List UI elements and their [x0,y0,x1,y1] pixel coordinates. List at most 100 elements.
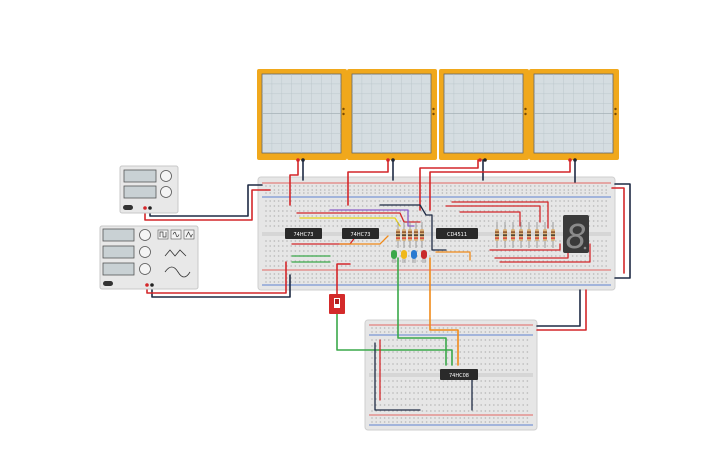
logic-wire-green[interactable] [397,257,447,366]
chip-u3-body[interactable] [436,228,478,239]
scope-2[interactable] [347,69,437,162]
breadboard-hole [509,398,512,400]
scope-1[interactable] [257,69,347,162]
second-board-ground-wire[interactable] [536,289,581,327]
chip-u2-body[interactable] [342,228,379,239]
jumper-red-9[interactable] [499,243,591,263]
breadboard-hole [563,200,565,202]
dc-power-supply[interactable] [119,165,179,214]
chip-u3[interactable]: CD4511 [436,228,478,239]
scope-4-probe-wire[interactable] [429,159,571,211]
fg-positive-terminal[interactable] [145,283,149,287]
psu-negative-terminal[interactable] [148,206,152,210]
scope-3-probe-terminal[interactable] [478,158,482,162]
breadboard-hole [496,250,498,252]
breadboard-hole [421,417,424,419]
scope-3-probe-wire[interactable] [419,159,479,211]
breadboard-hole [455,386,457,388]
breadboard-hole [429,245,431,247]
led[interactable] [391,250,397,259]
breadboard-hole [454,225,456,227]
fg-ground-wire[interactable] [151,274,291,298]
breadboard-hole [518,331,520,333]
psu-current-knob[interactable] [160,186,172,198]
power-positive-wire[interactable] [144,189,271,221]
breadboard-hole [328,277,330,279]
scope-3[interactable] [439,69,529,162]
scope-4[interactable] [529,69,619,162]
breadboard-hole [517,220,519,222]
breadboard-hole [592,192,595,194]
chip-u1-body[interactable] [285,228,322,239]
breadboard-hole [446,386,449,388]
rail-tie-black[interactable] [614,183,631,279]
breadboard-hole [450,215,452,217]
logic-wire-orange[interactable] [429,257,459,366]
jumper-red-6[interactable] [459,211,521,227]
jumper-black-1[interactable] [379,204,447,251]
slide-switch[interactable] [329,294,345,314]
chip-u4-body[interactable] [440,369,478,380]
fg-triangle-wave-button[interactable] [183,229,195,240]
breadboard-hole [379,404,382,406]
psu-power-toggle[interactable] [123,205,133,210]
breadboard-hole [375,417,377,419]
breadboard-hole [277,225,280,227]
fg-knob-1[interactable] [139,229,151,241]
chip-u2[interactable]: 74HC73 [342,228,379,239]
switch-wire-red[interactable] [336,263,351,301]
breadboard-hole [311,225,313,227]
slide-switch-knob[interactable] [335,299,339,304]
scope-2-probe-wire[interactable] [347,159,389,206]
breadboard-hole [361,189,364,191]
chip-u1[interactable]: 74HC73 [285,228,322,239]
breadboard-hole [487,250,490,252]
breadboard-hole [396,410,398,412]
jumper-purple-1[interactable] [329,209,415,227]
breadboard-hole [584,265,586,267]
led[interactable] [411,250,417,259]
fg-negative-terminal[interactable] [150,283,154,287]
led[interactable] [401,250,407,259]
second-jumper-black[interactable] [374,342,421,411]
led[interactable] [421,250,427,259]
breadboard-hole [571,277,574,279]
jumper-red-7[interactable] [489,243,561,251]
scope-3-ground-terminal[interactable] [483,158,487,162]
jumper-red-5[interactable] [451,201,549,229]
breadboard-hole [319,185,322,187]
psu-voltage-knob[interactable] [160,170,172,182]
breadboard-hole [370,200,372,202]
function-generator[interactable] [99,225,199,290]
rail-tie-red[interactable] [611,187,625,274]
jumper-red-4[interactable] [445,205,541,223]
breadboard-hole [396,357,398,359]
seven-segment-display[interactable]: 8 [563,215,589,256]
breadboard-hole [437,277,439,279]
fg-signal-wire[interactable] [146,261,287,294]
breadboard-hole [501,345,503,347]
breadboard-hole [555,281,557,283]
seven-segment-body[interactable] [563,215,589,253]
chip-u4[interactable]: 74HC08 [440,369,478,380]
switch-wire-green[interactable] [336,311,453,366]
breadboard-hole [454,185,456,187]
second-board-power-wire[interactable] [536,289,587,331]
fg-power-toggle[interactable] [103,281,113,286]
breadboard-hole [388,417,390,419]
scope-1-probe-wire[interactable] [289,159,299,206]
fg-knob-2[interactable] [139,246,151,258]
breadboard-hole [409,398,411,400]
breadboard-hole [484,339,487,341]
jumper-red-1[interactable] [296,212,421,223]
fg-knob-3[interactable] [139,263,151,275]
breadboard-hole [458,192,460,194]
breadboard-hole [353,260,355,262]
breadboard-hole [472,417,474,419]
psu-positive-terminal[interactable] [143,206,147,210]
jumper-orange-2[interactable] [339,235,389,245]
breadboard-hole [542,273,544,275]
breadboard-hole [383,363,386,365]
jumper-orange-3[interactable] [435,251,471,261]
